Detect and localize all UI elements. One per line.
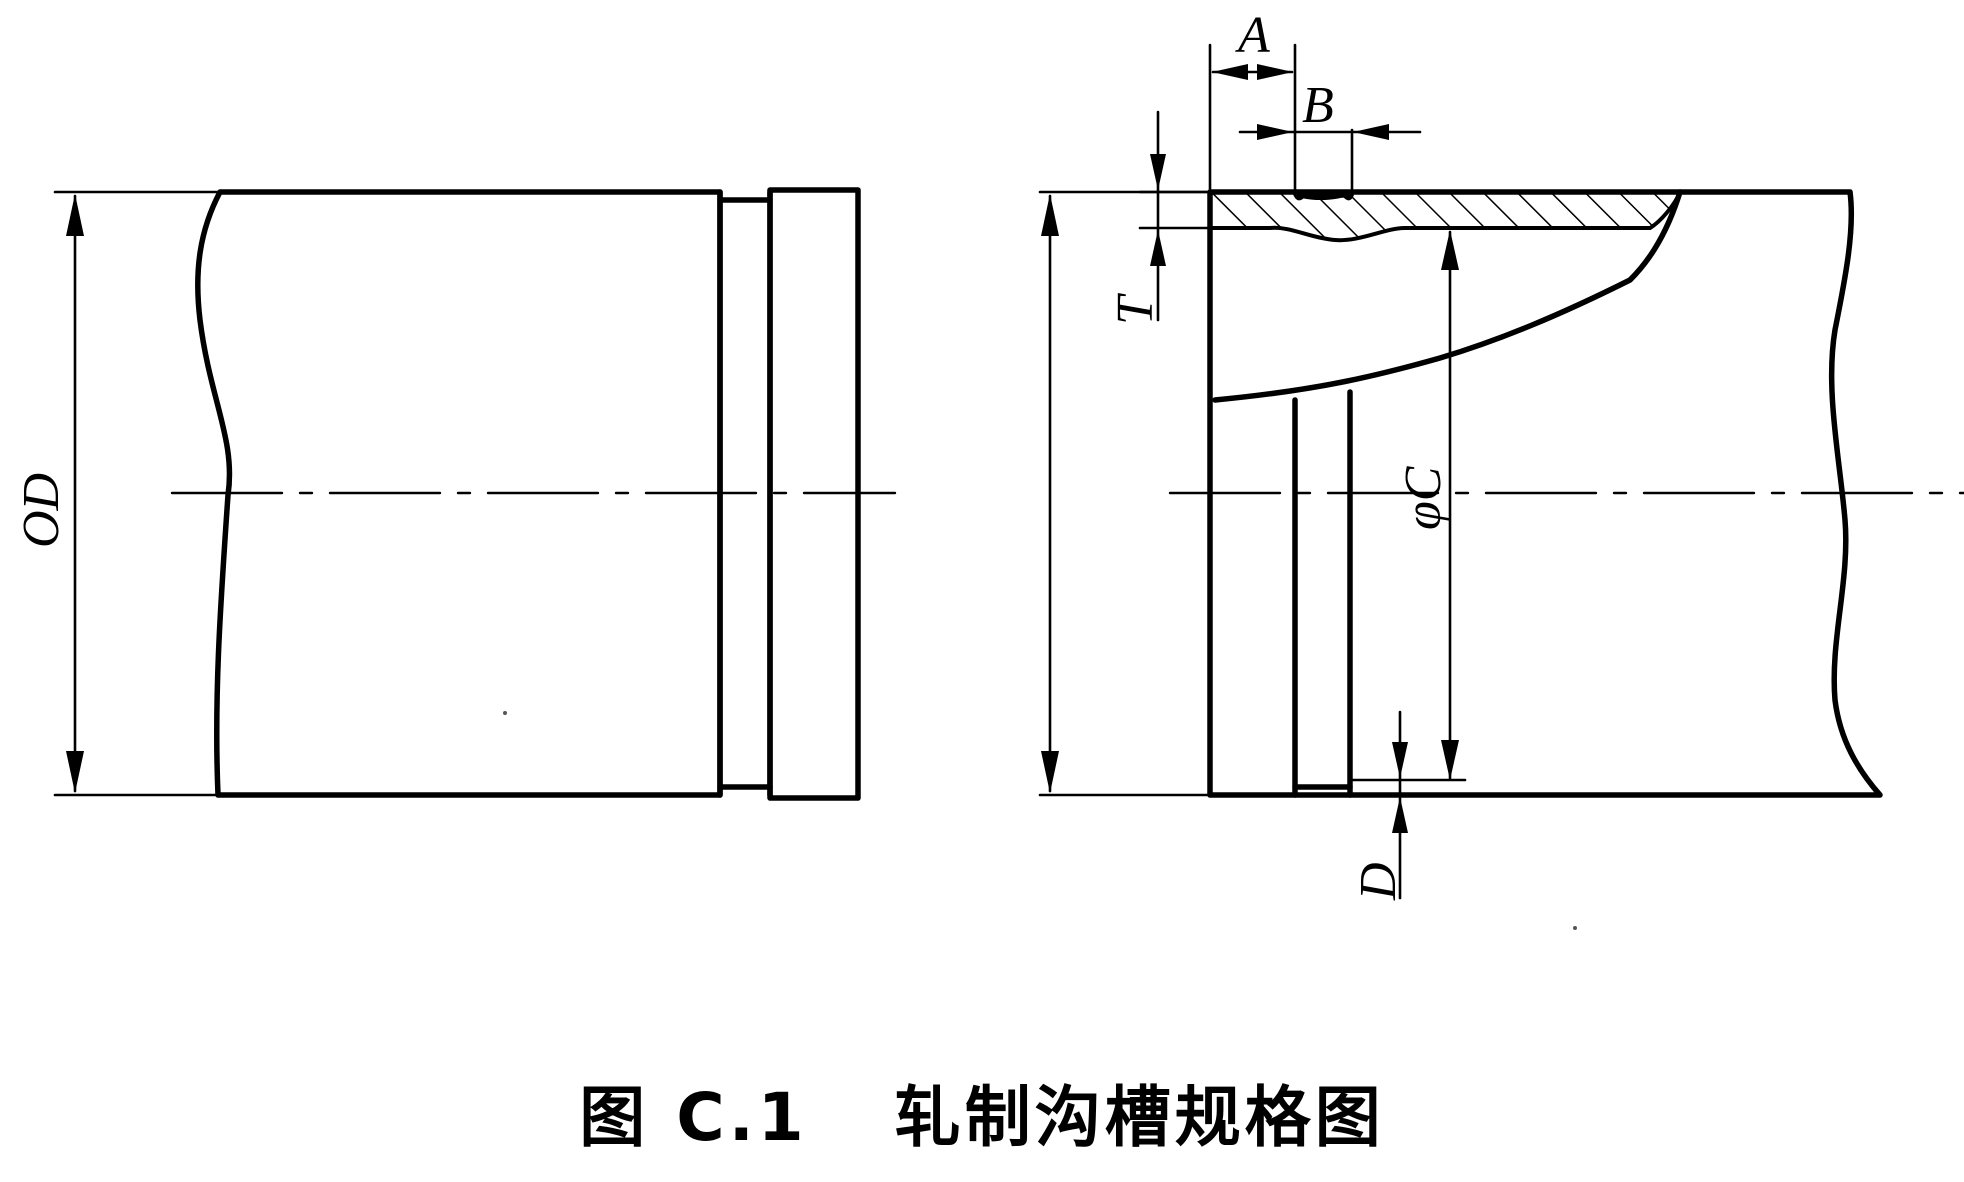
a-arrow-right [1257, 64, 1293, 80]
d-arrow-top [1392, 742, 1408, 778]
od-arrow-bottom [66, 751, 84, 793]
c-arrow-top [1441, 230, 1459, 270]
figure-caption: 图 C.1 轧制沟槽规格图 [579, 1079, 1384, 1156]
f-arrow-top [1041, 194, 1059, 236]
od-arrow-top [66, 194, 84, 236]
t-label: T [1107, 293, 1164, 325]
t-arrow-bottom [1150, 230, 1166, 266]
b-arrow-right [1353, 124, 1389, 140]
broken-out-contour [1212, 189, 1683, 403]
b-arrow-left [1257, 124, 1293, 140]
right-view: A B T φC D [1038, 7, 1964, 901]
d-arrow-bottom [1392, 797, 1408, 833]
figure-number: 图 C.1 [579, 1079, 807, 1156]
a-arrow-left [1212, 64, 1248, 80]
d-label: D [1350, 862, 1407, 901]
t-arrow-top [1150, 154, 1166, 190]
od-label: OD [13, 473, 70, 548]
left-groove [717, 197, 773, 790]
figure-title: 轧制沟槽规格图 [895, 1079, 1385, 1156]
speck-mark [503, 711, 507, 715]
speck-mark [1573, 926, 1577, 930]
a-label: A [1235, 7, 1270, 64]
b-label: B [1302, 77, 1334, 134]
hatched-wall-section [1208, 190, 1683, 243]
left-pipe-body [195, 189, 723, 798]
left-view: OD [13, 187, 897, 801]
f-arrow-bottom [1041, 751, 1059, 793]
c-arrow-bottom [1441, 740, 1459, 780]
right-pipe-outline [1207, 189, 1883, 798]
phi-c-label: φC [1395, 465, 1452, 530]
groove-notch [1292, 189, 1355, 201]
